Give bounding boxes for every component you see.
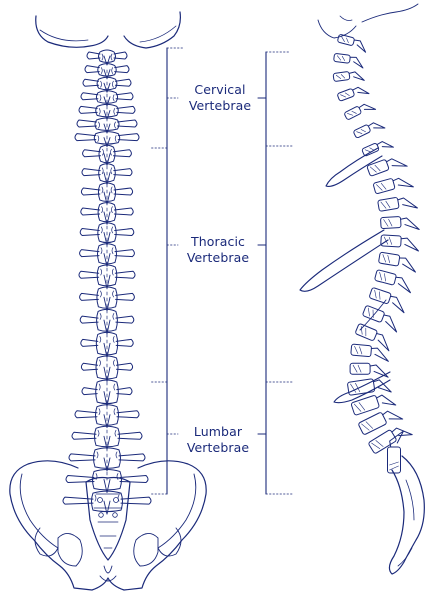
lateral-spine-view [300, 4, 424, 574]
cervical-label-line2: Vertebrae [175, 98, 265, 114]
lateral-vertebra [344, 100, 376, 123]
ribs [300, 148, 390, 403]
lateral-vertebra [350, 363, 388, 377]
cervical-label-line1: Cervical [175, 82, 265, 98]
thoracic-label-line1: Thoracic [173, 234, 263, 250]
lumbar-label-line2: Vertebrae [173, 440, 263, 456]
skull-base [36, 12, 181, 48]
lateral-vertebra [333, 69, 364, 84]
lateral-vertebra [380, 215, 419, 231]
lateral-vertebra [347, 376, 391, 398]
lateral-vertebra [368, 287, 408, 312]
lateral-vertebra [337, 34, 369, 52]
vertebra [87, 50, 127, 65]
lateral-vertebra [378, 252, 418, 272]
lateral-vertebra [333, 53, 364, 68]
lateral-vertebra [368, 421, 412, 457]
pelvis [10, 461, 206, 590]
thoracic-label-line2: Vertebrae [173, 250, 263, 266]
lateral-vertebra [361, 305, 401, 332]
lateral-vertebra [353, 118, 385, 141]
lateral-vertebra [367, 153, 407, 179]
lateral-vertebra [381, 235, 420, 251]
lateral-vertebra [373, 173, 413, 197]
lumbar-label-line1: Lumbar [173, 424, 263, 440]
lateral-vertebra [350, 344, 389, 361]
vertebra [63, 491, 151, 514]
lateral-vertebra [388, 431, 404, 473]
lateral-vertebra [354, 323, 394, 351]
vertebra [81, 91, 133, 106]
thoracic-label: Thoracic Vertebrae [173, 234, 263, 266]
lateral-vertebra [337, 83, 369, 104]
lateral-vertebra [378, 194, 418, 214]
lumbar-label: Lumbar Vertebrae [173, 424, 263, 456]
cervical-label: Cervical Vertebrae [175, 82, 265, 114]
